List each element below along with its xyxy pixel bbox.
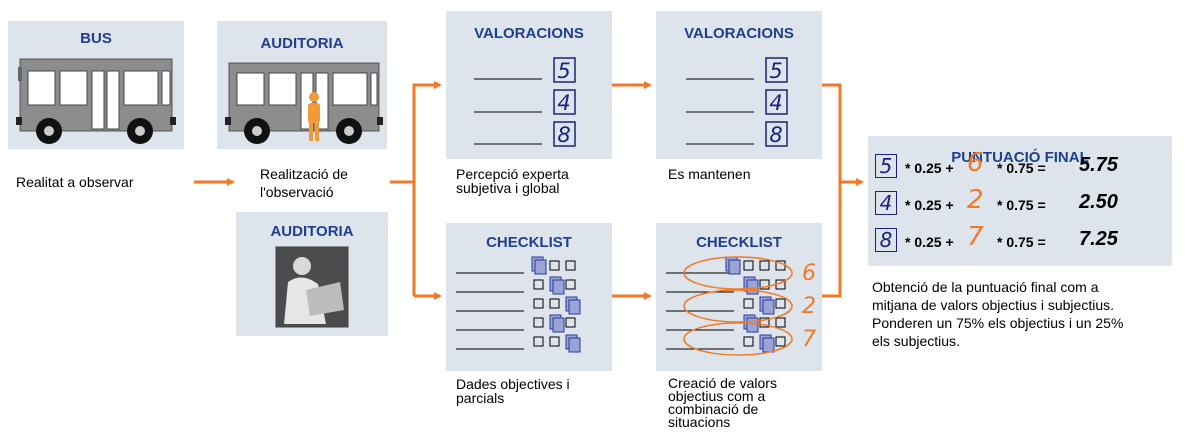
final-description-line2: mitjana de valors objectius i subjectius…	[872, 297, 1115, 313]
score-value: 5	[557, 59, 570, 83]
subjective-score: 8	[875, 228, 897, 252]
bus-icon	[16, 58, 176, 144]
valoracions-caption-2: Es mantenen	[668, 166, 751, 182]
bus-caption: Realitat a observar	[16, 174, 134, 190]
score-value: 4	[557, 91, 570, 115]
subjective-score: 4	[875, 191, 897, 215]
document-icon	[725, 256, 775, 353]
subjective-weight: * 0.25 +	[905, 197, 954, 213]
checklist-rows-1	[456, 256, 581, 353]
objective-score: 7	[967, 222, 984, 252]
score-value: 5	[769, 59, 782, 83]
final-result: 7.25	[1079, 228, 1118, 250]
final-panel: PUNTUACIÓ FINAL	[868, 136, 1172, 266]
valoracions-caption-1-line1: Percepció experta	[456, 166, 569, 182]
subjective-score: 5	[875, 154, 897, 178]
objective-weight: * 0.75 =	[997, 234, 1046, 250]
objective-score: 6	[967, 148, 984, 178]
formula-row: 5 * 0.25 + 6 * 0.75 = 5.75	[875, 148, 1175, 182]
valoracions-lines-1: 5 4 8	[474, 57, 576, 147]
valoracions-panel-1: VALORACIONS 5 4 8	[446, 11, 612, 159]
checklist-caption-2-line4: situacions	[668, 414, 731, 430]
final-description-line1: Obtenció de la puntuació final com a	[872, 279, 1099, 295]
circled-value: 2	[802, 294, 816, 319]
audit-photo-panel: AUDITORIA	[236, 212, 388, 336]
bus-with-auditor-icon	[225, 62, 383, 144]
score-value: 8	[557, 123, 570, 147]
checklist-caption-2-line1: Creació de valors	[668, 375, 777, 391]
checklist-caption-2-line2: objectius com a	[668, 388, 766, 404]
checklist-caption-2-line3: combinació de	[668, 401, 759, 417]
score-value: 8	[769, 123, 782, 147]
formula-row: 8 * 0.25 + 7 * 0.75 = 7.25	[875, 222, 1175, 256]
checklist-title-1: CHECKLIST	[486, 234, 572, 251]
objective-score: 2	[967, 185, 984, 215]
audit-panel: AUDITORIA	[217, 21, 387, 149]
arrow	[412, 81, 442, 296]
valoracions-lines-2: 5 4 8	[686, 57, 788, 147]
objective-weight: * 0.75 =	[997, 160, 1046, 176]
document-icon	[531, 256, 581, 353]
final-result: 2.50	[1079, 191, 1118, 213]
final-description: Obtenció de la puntuació final com a mit…	[872, 278, 1178, 350]
audit-title: AUDITORIA	[260, 35, 344, 52]
score-value: 4	[769, 91, 782, 115]
audit-caption-line1: Realització de	[260, 166, 348, 182]
subjective-weight: * 0.25 +	[905, 160, 954, 176]
valoracions-title-1: VALORACIONS	[474, 25, 584, 42]
checklist-caption-2: Creació de valors objectius com a combin…	[668, 375, 777, 430]
audit-photo-title: AUDITORIA	[270, 223, 354, 240]
checklist-caption-1: Dades objectives i parcials	[456, 377, 570, 405]
valoracions-panel-2: VALORACIONS 5 4 8	[656, 11, 822, 159]
final-result: 5.75	[1079, 154, 1118, 176]
valoracions-title-2: VALORACIONS	[684, 25, 794, 42]
audit-caption: Realització de l'observació	[260, 165, 348, 201]
circled-value: 6	[802, 261, 816, 286]
audit-caption-line2: l'observació	[260, 184, 334, 200]
subjective-weight: * 0.25 +	[905, 234, 954, 250]
checklist-panel-2: CHECKLIST 6 2 7	[656, 223, 822, 371]
objective-weight: * 0.75 =	[997, 197, 1046, 213]
final-description-line3: Ponderen un 75% els objectius i un 25%	[872, 315, 1124, 331]
checklist-caption-1-line1: Dades objectives i	[456, 376, 570, 392]
final-description-line4: els subjectius.	[872, 333, 960, 349]
checklist-caption-1-line2: parcials	[456, 390, 505, 406]
group-ellipse	[683, 256, 793, 356]
valoracions-caption-1-line2: subjetiva i global	[456, 180, 560, 196]
final-title: PUNTUACIÓ FINAL	[951, 149, 1089, 166]
checklist-panel-1: CHECKLIST	[446, 223, 612, 371]
checklist-rows-2: 6 2 7	[666, 256, 816, 356]
circled-value: 7	[802, 327, 816, 352]
formula-row: 4 * 0.25 + 2 * 0.75 = 2.50	[875, 185, 1175, 219]
auditor-photo-icon	[275, 246, 349, 328]
checklist-title-2: CHECKLIST	[696, 234, 782, 251]
bus-title: BUS	[80, 30, 112, 47]
bus-panel: BUS	[8, 21, 184, 149]
valoracions-caption-1: Percepció experta subjetiva i global	[456, 167, 569, 195]
